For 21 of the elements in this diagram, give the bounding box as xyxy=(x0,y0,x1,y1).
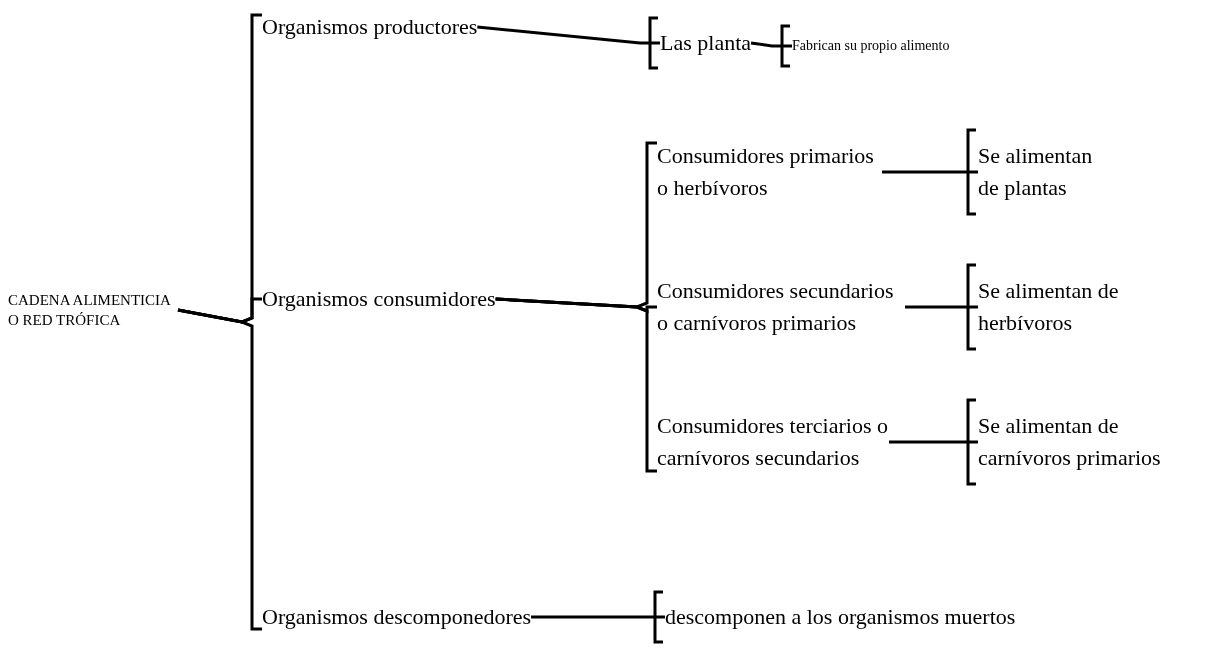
brace-connector xyxy=(749,24,794,68)
node-text: Consumidores secundarios o carnívoros primarios xyxy=(657,275,905,339)
brace-connector xyxy=(880,128,980,216)
brace-connector xyxy=(177,308,262,631)
node-text: Organismos productores xyxy=(262,12,478,42)
node-text: descomponen a los organismos muertos xyxy=(665,602,1016,632)
brace-connector xyxy=(475,16,662,70)
brace-connector xyxy=(887,398,980,486)
node-text: Organismos consumidores xyxy=(262,284,496,314)
node-text: CADENA ALIMENTICIA O RED TRÓFICA xyxy=(8,290,178,330)
brace-connector xyxy=(495,297,657,473)
node-text: Se alimentan de herbívoros xyxy=(978,275,1158,339)
node-text: Se alimentan de carnívoros primarios xyxy=(978,410,1170,474)
node-text: Consumidores primarios o herbívoros xyxy=(657,140,882,204)
brace-connector xyxy=(903,263,980,351)
node-text: Organismos descomponedores xyxy=(262,602,532,632)
node-text: Consumidores terciarios o carnívoros secundarios xyxy=(657,410,889,474)
node-text: Se alimentan de plantas xyxy=(978,140,1118,204)
node-text: Fabrican su propio alimento xyxy=(792,36,950,56)
brace-connector xyxy=(529,590,667,644)
node-text: Las planta xyxy=(660,28,752,58)
